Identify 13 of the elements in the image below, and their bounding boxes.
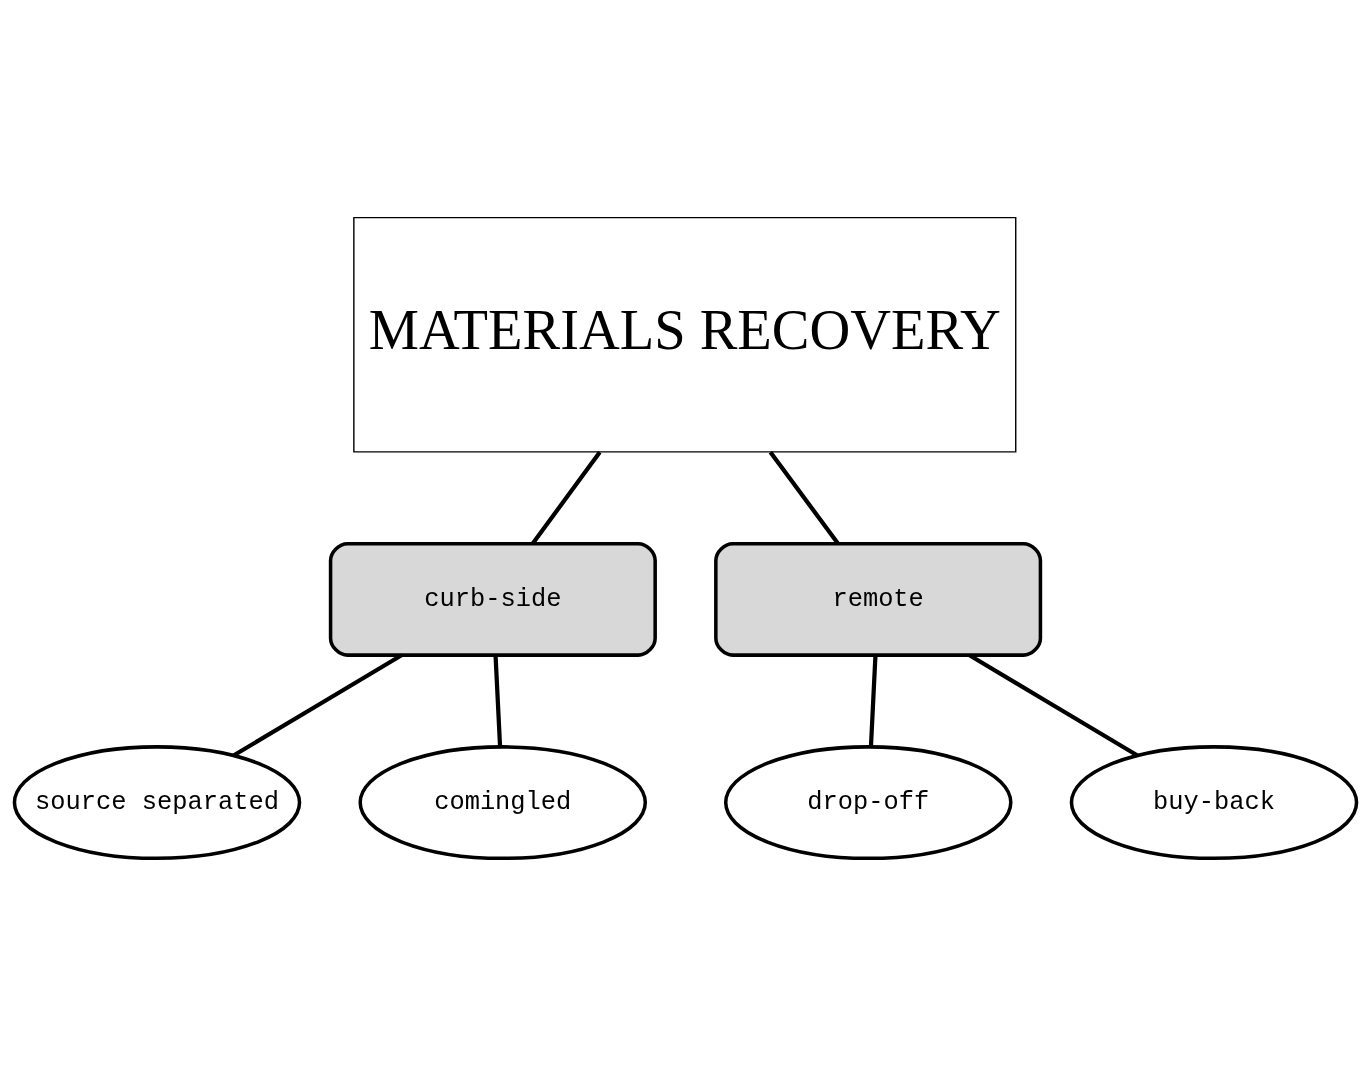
connector (232, 652, 403, 757)
connector (968, 652, 1139, 757)
node-box: remote (714, 541, 1043, 657)
node-ellipse: buy-back (1069, 744, 1359, 860)
node-ellipse: comingled (358, 744, 648, 860)
node-ellipse: source separated (12, 744, 302, 860)
node-box: curb-side (328, 541, 657, 657)
connector (493, 654, 503, 747)
connector (868, 654, 878, 747)
node-ellipse: drop-off (723, 744, 1013, 860)
node-box: MATERIALS RECOVERY (353, 216, 1017, 453)
connector (531, 450, 602, 545)
connector (768, 450, 840, 545)
